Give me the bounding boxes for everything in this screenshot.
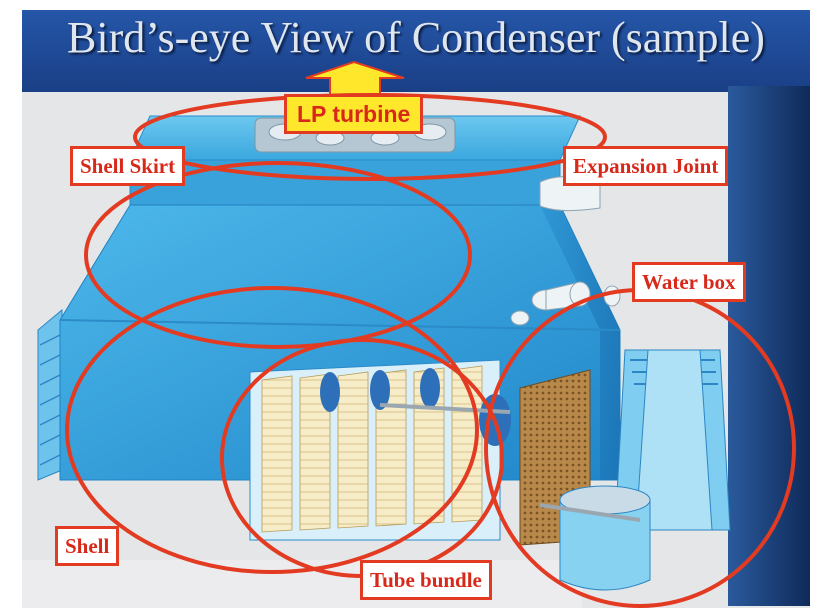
shell-skirt-ellipse [84,161,472,349]
tube-bundle-cutaway [249,359,511,541]
expansion-joint-label: Expansion Joint [563,146,729,186]
title-bar [22,10,810,92]
highlight-ellipses [65,93,796,608]
water-box-illustration [539,349,731,591]
shell-skirt-label: Shell Skirt [70,146,186,186]
page-title: Bird’s-eye View of Condenser (sample) [67,13,765,62]
shell-label: Shell [55,526,120,566]
tube-bundle-label: Tube bundle [360,560,492,600]
side-pipes [510,176,621,326]
left-side-panel [37,308,63,481]
shell-ellipse [65,286,479,574]
lp-turbine-label: LP turbine [284,94,424,134]
water-box-label: Water box [632,262,746,302]
turbine-arrow-icon [305,60,405,97]
right-side-panel [728,86,810,606]
